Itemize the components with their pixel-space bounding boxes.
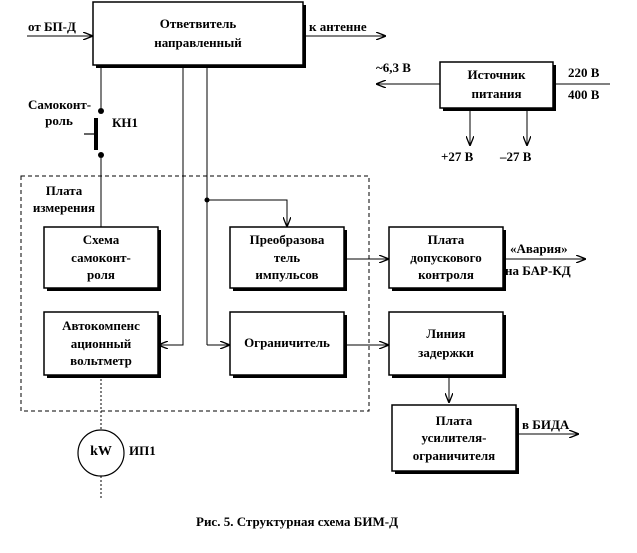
v220-label: 220 В [568,65,600,80]
from-bpd-label: от БП-Д [28,19,76,34]
alarm-label: «Авария» [510,241,568,256]
v27m-label: –27 В [500,149,532,164]
power-box [439,61,556,111]
measurement-board-outline [20,175,370,412]
amplifier-label: Плата усилителя- ограничителя [412,412,496,463]
selfcontrol-label: Самоконт- роль [28,97,92,129]
converter-label: Преобразова тель импульсов [249,232,325,283]
to-bar-label: на БАР-КД [505,263,571,278]
to-antenna-label: к антенне [309,19,367,34]
board-label: Плата измерения [32,183,96,215]
coupler-label: Ответвитель направленный [154,15,242,50]
converter-box [229,226,347,291]
v63-label: ~6,3 В [376,60,411,75]
amplifier-box [391,404,519,474]
self-check-box [43,226,161,291]
kn1-label: КН1 [112,115,139,130]
delay-label: Линия задержки [418,325,474,360]
coupler-box [92,1,306,68]
wire-to-converter [207,199,287,226]
voltmeter-label: Автокомпенс ационный вольтметр [62,318,140,369]
power-label: Источник питания [467,67,526,101]
meter-label: kW [90,444,112,459]
admission-box [388,226,506,291]
junction-dot [204,197,210,203]
limiter-box [229,311,347,378]
voltmeter-box [43,311,161,378]
v27p-label: +27 В [441,149,474,164]
self-check-label: Схема самоконт- роля [71,232,131,283]
v400-label: 400 В [568,87,600,102]
limiter-label: Ограничитель [244,335,330,351]
button-kn1-symbol [84,108,104,158]
wire-coupler-voltmeter [159,65,184,345]
to-bida-label: в БИДА [522,417,570,432]
delay-box [388,311,506,378]
ip1-label: ИП1 [129,443,156,458]
figure-caption: Рис. 5. Структурная схема БИМ-Д [196,514,399,529]
admission-label: Плата допускового контроля [410,232,482,283]
